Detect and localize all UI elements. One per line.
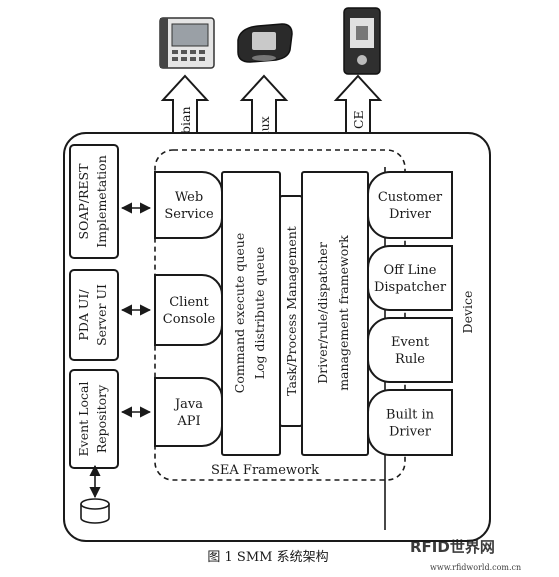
interface-label: API <box>176 414 200 429</box>
module-label: Driver <box>389 425 432 440</box>
driver-framework-column <box>301 171 369 456</box>
watermark-brand: RFID世界网 <box>410 538 495 556</box>
task-management-label: Task/Process Management <box>284 226 299 396</box>
module-label: Driver <box>389 207 432 222</box>
interface-label: Java <box>173 397 203 412</box>
symbian-phone-icon <box>159 17 215 69</box>
left-panel-label-line2: Repository <box>94 384 109 453</box>
module-built-in-driver: Built in Driver <box>367 389 453 456</box>
queue-label-command: Command execute queue <box>232 233 247 393</box>
sea-framework-boundary <box>154 149 406 481</box>
module-label: Built in <box>386 408 435 423</box>
module-label: Rule <box>395 352 425 367</box>
driver-framework-label-2: management framework <box>336 235 351 391</box>
queue-column <box>221 171 281 456</box>
linux-phone-icon <box>237 23 293 63</box>
module-label: Customer <box>378 190 443 205</box>
left-panel-label-line1: PDA UI/ <box>76 289 91 341</box>
rfid-world-watermark-logo: RFID世界网 www.rfidworld.com.cn <box>410 538 521 572</box>
watermark-url: www.rfidworld.com.cn <box>430 563 521 572</box>
interface-label: Client <box>169 295 209 310</box>
device-label: Device <box>460 291 475 334</box>
left-panel-1: PDA UI/Server UI <box>69 269 119 361</box>
left-panel-label-line1: SOAP/REST <box>76 163 91 240</box>
wince-pda-icon <box>343 7 381 75</box>
interface-label: Service <box>164 207 214 222</box>
queue-label-log: Log distribute queue <box>252 247 267 380</box>
sea-framework-label: SEA Framework <box>211 463 319 478</box>
module-label: Dispatcher <box>374 280 447 295</box>
driver-framework-label-1: Driver/rule/dispatcher <box>315 242 330 384</box>
interface-label: Console <box>163 312 216 327</box>
figure-caption: 图 1 SMM 系统架构 <box>207 550 328 565</box>
module-label: Event <box>391 335 430 350</box>
left-panel-label-line2: Server UI <box>94 284 109 346</box>
left-panel-label-line1: Event Local <box>76 382 91 457</box>
left-panel-label-line2: Implemetation <box>94 155 109 248</box>
database-icon <box>80 498 110 524</box>
module-label: Off Line <box>384 263 437 278</box>
interface-label: Web <box>175 190 203 205</box>
